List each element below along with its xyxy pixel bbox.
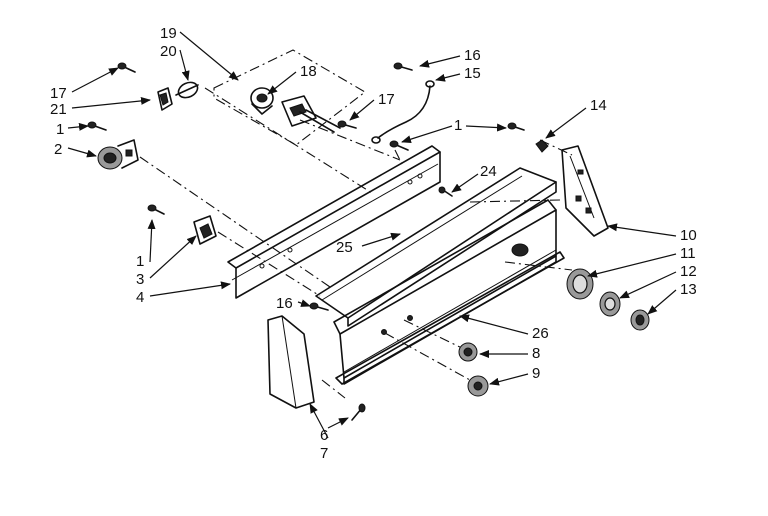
timer-bracket-18 xyxy=(281,95,341,133)
bracket-3 xyxy=(193,215,217,245)
console-panel xyxy=(333,199,557,385)
callout-1-a: 1 xyxy=(56,121,64,138)
callout-21: 21 xyxy=(50,101,67,118)
callout-14: 14 xyxy=(590,97,607,114)
knob-9 xyxy=(467,375,489,397)
callout-4: 4 xyxy=(136,289,144,306)
callout-1-c: 1 xyxy=(136,253,144,270)
callout-15: 15 xyxy=(464,65,481,82)
screw-1-middle xyxy=(389,140,409,151)
ground-wire-15 xyxy=(371,80,435,144)
dial-12 xyxy=(599,291,621,317)
callout-8: 8 xyxy=(532,345,540,362)
callout-24: 24 xyxy=(480,163,497,180)
switch-2 xyxy=(97,139,139,170)
screw-1-lower-left xyxy=(147,204,165,215)
screw-24 xyxy=(438,186,453,197)
capacitor-20 xyxy=(175,81,199,99)
bezel-11 xyxy=(566,268,594,300)
screw-16-bottom xyxy=(309,302,329,311)
screw-1-left xyxy=(87,121,107,131)
callout-6: 6 xyxy=(320,427,328,444)
trim-strip-26 xyxy=(335,251,565,385)
end-cap-10 xyxy=(561,145,609,237)
callout-12: 12 xyxy=(680,263,697,280)
callout-20: 20 xyxy=(160,43,177,60)
callout-1-b: 1 xyxy=(454,117,462,134)
callout-19: 19 xyxy=(160,25,177,42)
timer-motor-19 xyxy=(250,87,274,115)
screw-16-top xyxy=(393,62,413,71)
bracket-21 xyxy=(157,87,173,111)
callout-18: 18 xyxy=(300,63,317,80)
screw-17-middle xyxy=(337,120,357,129)
callout-10: 10 xyxy=(680,227,697,244)
screw-1-right xyxy=(507,122,525,131)
callout-16-a: 16 xyxy=(464,47,481,64)
callout-11: 11 xyxy=(680,245,696,262)
knob-13 xyxy=(630,309,650,331)
callout-17-b: 17 xyxy=(378,91,395,108)
end-cap-7 xyxy=(267,315,315,409)
screw-17-top-left xyxy=(117,62,136,73)
knob-8 xyxy=(458,342,478,362)
leader-lines xyxy=(67,31,677,439)
mounting-rail-4 xyxy=(227,145,441,299)
assembly-guide-lines xyxy=(139,49,573,399)
callout-3: 3 xyxy=(136,271,144,288)
callout-2: 2 xyxy=(54,141,62,158)
callout-17-a: 17 xyxy=(50,85,67,102)
callout-25: 25 xyxy=(336,239,353,256)
callout-13: 13 xyxy=(680,281,697,298)
callout-16-b: 16 xyxy=(276,295,293,312)
callout-7: 7 xyxy=(320,445,328,462)
callout-9: 9 xyxy=(532,365,540,382)
callout-26: 26 xyxy=(532,325,549,342)
callout-labels: 19 20 18 17 21 1 2 16 15 17 1 14 24 25 1… xyxy=(50,25,697,462)
top-cover-25 xyxy=(315,167,557,327)
clip-14 xyxy=(535,139,549,153)
screw-6 xyxy=(351,403,366,421)
